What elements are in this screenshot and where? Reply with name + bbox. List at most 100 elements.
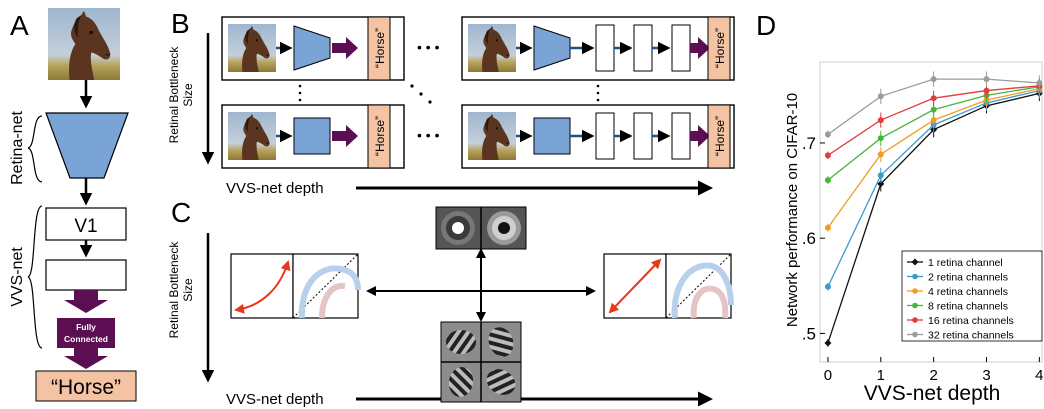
chart-y-label: Network performance on CIFAR-10 <box>784 93 801 327</box>
data-point <box>824 177 831 184</box>
panel-a: V1 Fully Connected “Horse” Retina-net VV… <box>9 8 137 402</box>
output-horse-label: “Horse” <box>713 116 727 156</box>
vvs-brace <box>25 205 43 349</box>
output-horse-box <box>367 104 391 169</box>
c-y-label-line1: Retinal Bottleneck <box>167 241 181 339</box>
curved-red-arrow <box>234 260 291 314</box>
retina-brace <box>27 115 43 183</box>
oriented-rf-image <box>440 321 522 403</box>
retina-square <box>293 117 331 155</box>
data-point <box>1036 79 1043 86</box>
legend-label: 1 retina channel <box>928 257 1003 269</box>
purple-arrow <box>690 125 710 147</box>
legend-swatch-marker <box>912 302 918 309</box>
output-horse-box <box>367 16 391 81</box>
data-point <box>877 93 884 100</box>
ellipsis-horizontal-top: • • • <box>417 39 440 55</box>
purple-arrow <box>690 37 710 59</box>
decision-boundary <box>665 253 732 319</box>
legend-label: 2 retina channels <box>928 272 1008 284</box>
legend-entry: 16 retina channels <box>907 315 1014 327</box>
vvs-layer-box <box>45 259 127 291</box>
b-x-label: VVS-net depth <box>226 180 324 197</box>
data-point <box>877 117 884 124</box>
v1-label: V1 <box>74 216 97 237</box>
data-point <box>877 180 885 188</box>
output-horse-label: “Horse” <box>713 28 727 68</box>
straight-red-arrow <box>608 258 662 314</box>
retina-square <box>533 117 571 155</box>
panel-d-chart: Network performance on CIFAR-10 VVS-net … <box>784 61 1044 405</box>
b-y-label-line1: Retinal Bottleneck <box>167 46 181 144</box>
legend-label: 8 retina channels <box>928 301 1008 313</box>
data-point <box>824 224 831 231</box>
purple-arrow <box>332 125 358 147</box>
horse-thumb <box>468 112 516 160</box>
legend-box <box>901 250 1043 342</box>
ellipsis-vertical-left <box>298 84 302 102</box>
horse-thumb <box>468 24 516 72</box>
data-point <box>824 339 832 347</box>
x-tick-label: 3 <box>982 367 990 384</box>
horse-thumb <box>228 112 276 160</box>
chart-x-label: VVS-net depth <box>864 382 1001 405</box>
vvs-layer <box>633 24 653 72</box>
y-tick-label: .5 <box>802 324 816 343</box>
output-horse-box <box>707 104 731 169</box>
vvs-net-label: VVS-net <box>9 247 26 307</box>
legend-entry: 8 retina channels <box>907 301 1008 313</box>
data-point <box>877 135 884 142</box>
data-point <box>983 76 990 83</box>
output-horse-label: “Horse” <box>373 28 387 68</box>
data-point <box>877 151 884 158</box>
fc-label-line1: Fully <box>76 322 96 332</box>
output-label: “Horse” <box>51 376 121 399</box>
data-point <box>877 172 884 179</box>
retina-trapezoid <box>533 25 571 71</box>
y-tick-label: .7 <box>802 134 816 153</box>
chart-legend: 1 retina channel 2 retina channels 4 retin… <box>901 250 1043 342</box>
c-x-label: VVS-net depth <box>226 391 324 408</box>
legend-label: 4 retina channels <box>928 286 1008 298</box>
legend-swatch-marker <box>912 317 918 323</box>
panel-c: Retinal Bottleneck Size VVS-net depth <box>167 206 734 408</box>
data-point <box>824 283 831 290</box>
legend-swatch-marker <box>912 288 918 294</box>
decision-boundary <box>292 253 359 319</box>
data-point <box>930 76 937 83</box>
ellipsis-vertical-right <box>596 84 600 102</box>
class-manifold-red <box>319 282 346 319</box>
data-point <box>824 131 831 138</box>
retina-net-trapezoid <box>45 112 129 179</box>
chart-series <box>824 71 1043 347</box>
c-y-label-line2: Size <box>181 278 195 302</box>
fully-connected-box <box>57 318 115 348</box>
output-box <box>35 370 137 402</box>
x-tick-label: 4 <box>1035 367 1043 384</box>
b-y-label-line2: Size <box>181 83 195 107</box>
horse-thumb <box>228 24 276 72</box>
x-tick-label: 1 <box>877 367 885 384</box>
legend-entry: 2 retina channels <box>907 272 1008 284</box>
class-manifold-blue <box>671 262 734 319</box>
vvs-layer <box>671 112 691 160</box>
panel-letter-c: C <box>171 197 191 228</box>
legend-label: 32 retina channels <box>928 330 1014 342</box>
v1-box <box>45 207 127 241</box>
data-point <box>983 87 990 94</box>
panel-letter-d: D <box>756 10 776 41</box>
fc-label-line2: Connected <box>64 334 108 344</box>
fc-arrow <box>64 290 108 313</box>
y-tick-label: .6 <box>802 229 816 248</box>
output-horse-label: “Horse” <box>373 116 387 156</box>
data-point <box>930 95 937 102</box>
ellipsis-horizontal-bottom: • • • <box>417 127 440 143</box>
retina-trapezoid <box>293 25 331 71</box>
panel-letter-b: B <box>171 8 190 39</box>
ellipsis-diagonal <box>410 84 432 104</box>
vvs-layer <box>671 24 691 72</box>
legend-label: 16 retina channels <box>928 315 1014 327</box>
data-point <box>930 106 937 113</box>
